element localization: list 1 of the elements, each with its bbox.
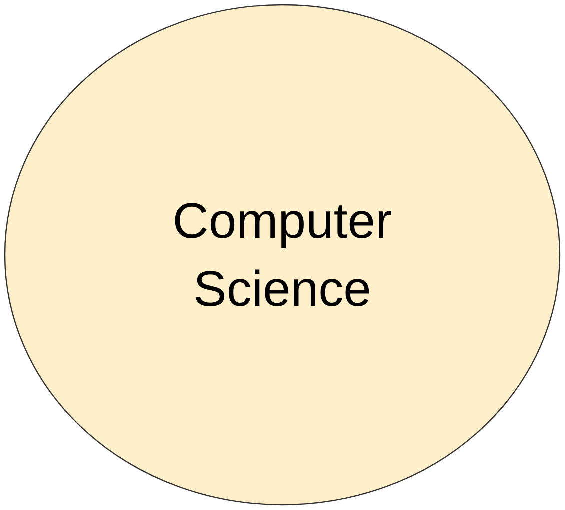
node-label: Computer Science [172,192,394,319]
